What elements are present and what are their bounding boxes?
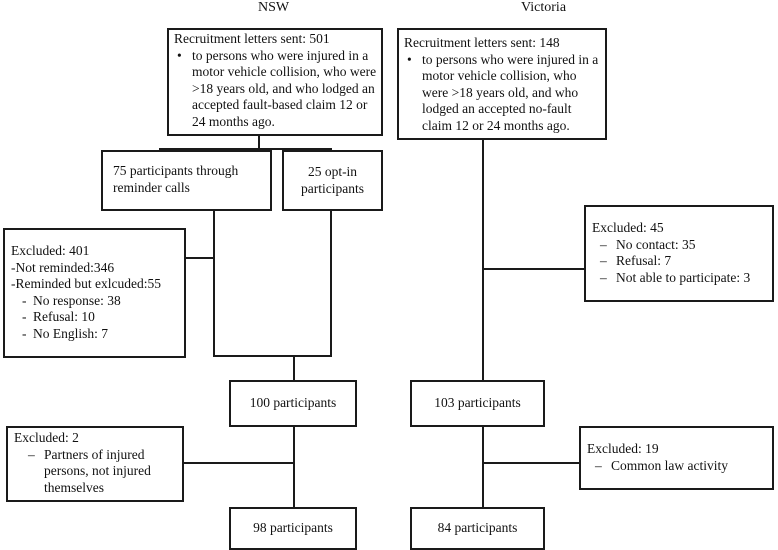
connector-line	[293, 425, 295, 508]
connector-line	[185, 257, 215, 259]
victoria-excluded2-box: Excluded: 19 Common law activity	[579, 426, 774, 490]
nsw-participants-98-text: 98 participants	[253, 520, 333, 536]
nsw-recruitment-title: Recruitment letters sent: 501	[174, 31, 330, 46]
victoria-participants-84-box: 84 participants	[410, 507, 545, 550]
nsw-excluded2-list: Partners of injured persons, not injured…	[14, 447, 176, 497]
nsw-excluded-box: Excluded: 401 -Not reminded:346 -Reminde…	[3, 228, 186, 358]
nsw-optin-box: 25 opt-in participants	[282, 150, 383, 211]
connector-line	[330, 210, 332, 356]
victoria-recruitment-box: Recruitment letters sent: 148 to persons…	[397, 28, 607, 140]
list-item: No English: 7	[11, 326, 180, 343]
nsw-recruitment-criteria: to persons who were injured in a motor v…	[174, 48, 377, 131]
connector-line	[482, 138, 484, 382]
connector-line	[482, 425, 484, 508]
nsw-reminder-text: 75 participants through reminder calls	[113, 163, 239, 195]
victoria-participants-84-text: 84 participants	[437, 520, 518, 536]
connector-line	[293, 355, 295, 381]
list-item: Not able to participate: 3	[592, 270, 768, 287]
nsw-excluded2-box: Excluded: 2 Partners of injured persons,…	[6, 426, 184, 502]
list-item: Common law activity	[587, 458, 768, 475]
connector-line	[159, 148, 161, 151]
header-nsw: NSW	[258, 0, 290, 15]
victoria-excluded2-title: Excluded: 19	[587, 441, 659, 456]
list-item: Partners of injured persons, not injured…	[14, 447, 176, 497]
victoria-excluded-title: Excluded: 45	[592, 220, 664, 235]
victoria-participants-103-text: 103 participants	[434, 395, 521, 411]
nsw-excluded-not-reminded: -Not reminded:346	[11, 259, 115, 275]
nsw-excluded-title: Excluded: 401	[11, 243, 90, 258]
victoria-participants-103-box: 103 participants	[410, 380, 545, 427]
list-item: Refusal: 7	[592, 253, 768, 270]
connector-line	[183, 462, 294, 464]
list-item: No contact: 35	[592, 237, 768, 254]
victoria-excluded-box: Excluded: 45 No contact: 35 Refusal: 7 N…	[584, 205, 774, 302]
victoria-recruitment-title: Recruitment letters sent: 148	[404, 35, 560, 50]
nsw-recruitment-bullet: to persons who were injured in a motor v…	[174, 48, 377, 131]
list-item: Refusal: 10	[11, 309, 180, 326]
victoria-recruitment-criteria: to persons who were injured in a motor v…	[404, 52, 601, 135]
connector-line	[213, 210, 215, 356]
nsw-participants-100-text: 100 participants	[249, 395, 337, 411]
connector-line	[159, 148, 330, 150]
list-item: No response: 38	[11, 293, 180, 310]
nsw-optin-text: 25 opt-in participants	[301, 164, 364, 196]
nsw-excluded2-title: Excluded: 2	[14, 430, 79, 445]
header-victoria: Victoria	[521, 0, 567, 15]
nsw-reminder-box: 75 participants through reminder calls	[101, 150, 272, 211]
victoria-excluded2-list: Common law activity	[587, 458, 768, 475]
nsw-excluded-list: No response: 38 Refusal: 10 No English: …	[11, 293, 180, 343]
connector-line	[482, 462, 581, 464]
nsw-excluded-reminded: -Reminded but exlcuded:55	[11, 276, 161, 291]
nsw-recruitment-box: Recruitment letters sent: 501 to persons…	[167, 28, 383, 136]
victoria-excluded-list: No contact: 35 Refusal: 7 Not able to pa…	[592, 237, 768, 287]
connector-line	[213, 355, 332, 357]
connector-line	[482, 268, 585, 270]
connector-line	[330, 148, 332, 151]
victoria-recruitment-bullet: to persons who were injured in a motor v…	[404, 52, 601, 135]
connector-line	[258, 134, 260, 149]
nsw-participants-100-box: 100 participants	[229, 380, 357, 427]
nsw-participants-98-box: 98 participants	[229, 507, 357, 550]
